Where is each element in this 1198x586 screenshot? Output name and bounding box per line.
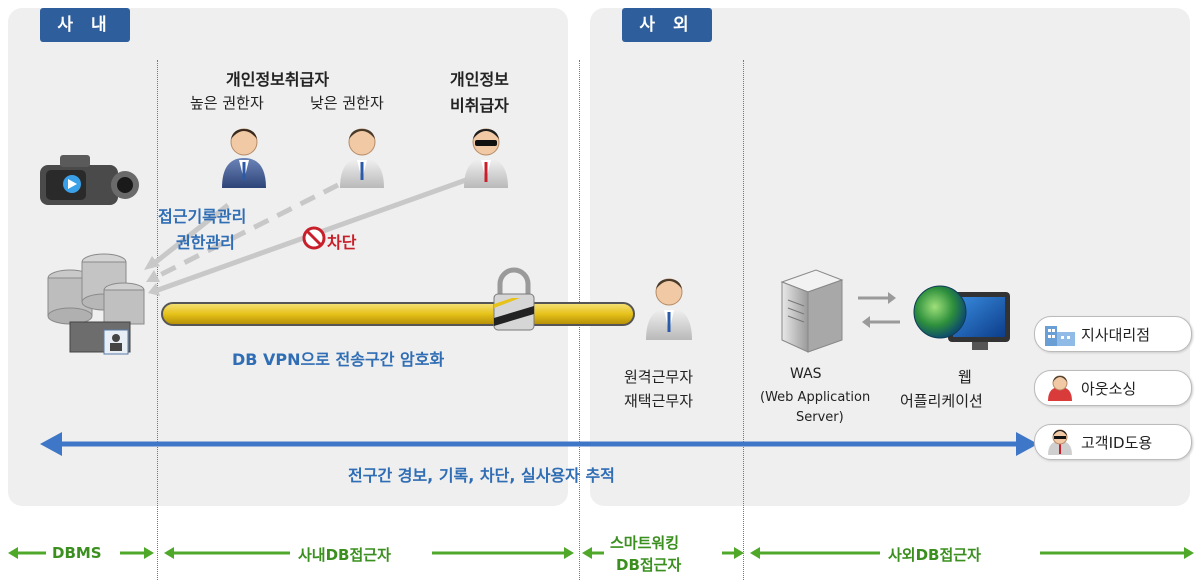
outsourcing-user-icon	[1048, 375, 1072, 401]
block-label: 차단	[327, 233, 357, 252]
was-label-1: WAS	[790, 366, 822, 382]
handler-title: 개인정보취급자	[226, 70, 330, 89]
high-privilege-user-icon	[222, 128, 266, 188]
non-handler-title-2: 비취급자	[450, 96, 509, 115]
customer-id-user-icon	[1048, 429, 1072, 455]
customer-id-label: 고객ID도용	[1081, 434, 1153, 452]
branch-label: 지사대리점	[1081, 326, 1151, 344]
was-server-icon	[780, 269, 844, 353]
high-user-arrow	[150, 203, 230, 267]
non-handler-user-icon	[464, 128, 508, 188]
was-label-2: (Web Application	[760, 390, 871, 405]
customer-id-pill: 고객ID도용	[1034, 424, 1192, 460]
separator-dbms	[157, 60, 158, 580]
low-privilege-label: 낮은 권한자	[310, 94, 384, 112]
separator-smart	[743, 60, 744, 580]
non-handler-title-1: 개인정보	[450, 70, 509, 89]
low-user-arrow	[154, 182, 340, 280]
vpn-tunnel-bar	[161, 302, 635, 326]
outsourcing-label: 아웃소싱	[1081, 380, 1137, 398]
building-icon	[1045, 326, 1075, 346]
camcorder-icon	[40, 155, 139, 205]
bottom-dbms: DBMS	[52, 544, 102, 562]
high-privilege-label: 높은 권한자	[190, 94, 264, 112]
low-privilege-user-icon	[340, 128, 384, 188]
internal-zone-tag: 사 내	[40, 8, 130, 42]
summary-label: 전구간 경보, 기록, 차단, 실사용자 추적	[348, 466, 615, 485]
remote-worker-label-2: 재택근무자	[624, 392, 694, 410]
database-icon	[47, 253, 145, 355]
remote-worker-label-1: 원격근무자	[624, 368, 694, 386]
vpn-label: DB VPN으로 전송구간 암호화	[232, 350, 445, 369]
bottom-external-access: 사외DB접근자	[888, 546, 981, 564]
web-app-label-1: 웹	[958, 368, 972, 386]
bottom-arrows	[8, 547, 1194, 559]
was-label-3: Server)	[796, 410, 844, 425]
bottom-internal-access: 사내DB접근자	[298, 546, 391, 564]
web-application-icon	[913, 285, 1010, 350]
bottom-smart-line1: 스마트워킹	[610, 534, 680, 552]
outsourcing-pill: 아웃소싱	[1034, 370, 1192, 406]
bottom-smart-line2: DB접근자	[616, 556, 682, 574]
branch-pill: 지사대리점	[1034, 316, 1192, 352]
block-icon	[302, 226, 326, 250]
external-zone-tag: 사 외	[622, 8, 712, 42]
web-app-label-2: 어플리케이션	[900, 392, 983, 410]
external-zone-panel	[590, 8, 1190, 506]
exchange-arrows-icon	[858, 292, 900, 328]
access-log-label: 접근기록관리	[158, 207, 247, 226]
permission-label: 권한관리	[176, 233, 235, 252]
remote-worker-icon	[646, 278, 692, 340]
padlock-icon	[493, 267, 535, 331]
